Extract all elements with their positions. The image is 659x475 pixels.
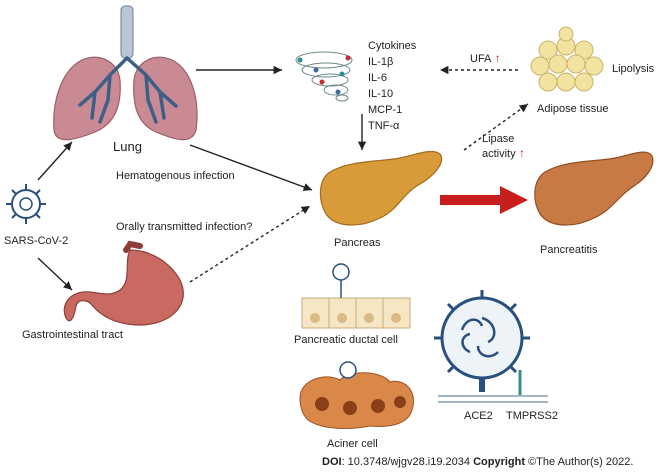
lung-illustration (53, 5, 198, 141)
hematogenous-label: Hematogenous infection (116, 170, 235, 182)
increase-arrow-icon: ↑ (515, 146, 525, 160)
lipolysis-label: Lipolysis (612, 63, 655, 75)
cytokine-item: IL-6 (368, 72, 387, 84)
pancreatitis-label: Pancreatitis (540, 244, 598, 256)
arrows (37, 65, 529, 291)
ductal-cells-illustration (301, 263, 411, 329)
cytokine-item: IL-1β (368, 56, 394, 68)
cytokine-item: MCP-1 (368, 104, 403, 116)
ace2-label: ACE2 (464, 410, 493, 422)
increase-arrow-icon: ↑ (491, 51, 501, 65)
gi-tract-label: Gastrointestinal tract (22, 329, 123, 341)
sars-cov-2-particle (6, 184, 46, 224)
pancreas-illustration (319, 150, 443, 226)
virus-label: SARS-CoV-2 (4, 235, 69, 247)
doi-value: : 10.3748/wjgv28.i19.2034 (341, 456, 470, 468)
ufa-label: UFA ↑ (470, 51, 501, 66)
pancreatitis-illustration (534, 151, 654, 226)
cytokine-spiral (295, 51, 353, 102)
big-red-arrow (440, 186, 528, 214)
copyright-label: Copyright (473, 456, 526, 468)
doi-label: DOI (322, 456, 342, 468)
stomach-illustration (63, 240, 184, 326)
acinar-cells-illustration (299, 361, 414, 429)
acinar-cell-label: Aciner cell (327, 438, 378, 450)
cytokine-item: IL-10 (368, 88, 394, 100)
tmprss2-label: TMPRSS2 (506, 410, 558, 422)
copyright-text: ©The Author(s) 2022. (525, 456, 634, 468)
ductal-cell-label: Pancreatic ductal cell (294, 334, 398, 346)
cytokine-item: TNF-α (368, 120, 400, 132)
oral-label: Orally transmitted infection? (116, 221, 253, 233)
virus-receptor-illustration (434, 290, 548, 403)
cytokine-item: Cytokines (368, 40, 417, 52)
cytokine-list: Cytokines IL-1β IL-6 IL-10 MCP-1 TNF-α (368, 38, 416, 134)
adipose-tissue-illustration (530, 26, 604, 92)
adipose-label: Adipose tissue (537, 103, 609, 115)
lung-label: Lung (113, 139, 142, 154)
citation-footer: DOI: 10.3748/wjgv28.i19.2034 Copyright ©… (322, 456, 633, 468)
pancreas-label: Pancreas (334, 237, 381, 249)
